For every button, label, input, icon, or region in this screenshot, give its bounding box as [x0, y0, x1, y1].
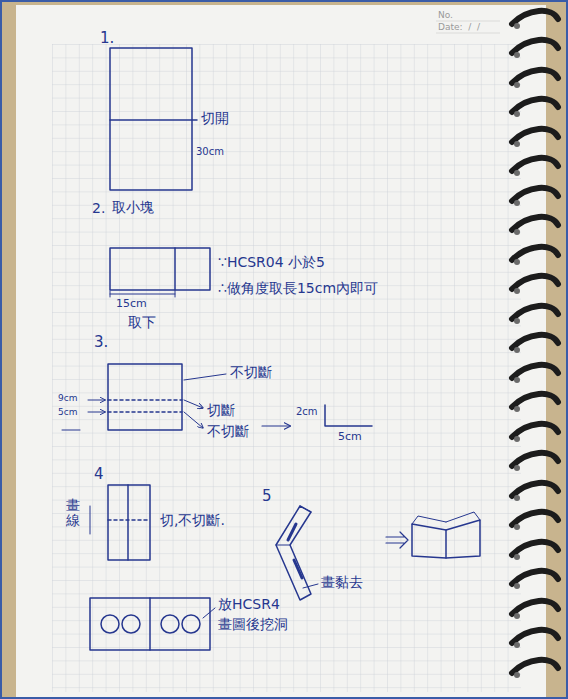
cut-note: 不切斷 — [207, 423, 249, 439]
fold-line — [108, 411, 182, 413]
bent-profile — [325, 405, 372, 426]
leader-line — [303, 584, 318, 588]
sensor-note: 畫圖後挖洞 — [218, 616, 288, 632]
board-sketch — [110, 248, 210, 290]
open-box — [412, 520, 480, 558]
step-number: 1. — [100, 30, 114, 47]
step-number: 3. — [94, 334, 108, 351]
sensor-note: 放HCSR4 — [218, 596, 280, 612]
reason-note: ∵HCSR04 小於5 — [218, 254, 325, 270]
board-sketch — [108, 364, 182, 430]
dimension-label: 5cm — [58, 407, 77, 417]
spiral-binding — [512, 11, 558, 678]
glue-mark — [288, 524, 302, 578]
leader-arrow — [184, 412, 203, 428]
step-number: 4 — [94, 466, 104, 483]
pen-mark — [62, 430, 80, 431]
dimension-label: 9cm — [58, 393, 77, 403]
result-arrow — [386, 532, 408, 548]
cut-note: 切斷 — [207, 402, 235, 418]
leader-arrow — [88, 400, 105, 401]
board-sketch — [110, 48, 192, 190]
dimension-label: 15cm — [116, 298, 147, 311]
header-rule — [436, 21, 500, 22]
sensor-hole — [182, 615, 200, 633]
page-header: Date: / / — [438, 22, 480, 32]
sensor-hole — [122, 615, 140, 633]
page-header: No. — [438, 10, 453, 20]
dimension-line — [110, 291, 175, 297]
dimension-label: 30cm — [196, 146, 224, 158]
cut-note: 切開 — [201, 110, 229, 126]
fold-edge — [445, 530, 447, 558]
folded-board — [276, 506, 311, 600]
result-arrow — [262, 425, 290, 426]
leader-arrow — [184, 400, 203, 408]
leader-line — [184, 374, 226, 380]
board-sketch — [108, 485, 150, 560]
step-title: 取小塊 — [112, 199, 154, 215]
dimension-label: 2cm — [296, 406, 318, 418]
draw-note: 畫線 — [66, 498, 80, 529]
leader-arrow — [88, 412, 105, 413]
reason-note: ∴做角度取長15cm內即可 — [218, 280, 378, 296]
dimension-label: 5cm — [338, 431, 362, 444]
sensor-hole — [101, 615, 119, 633]
leader-line — [203, 608, 215, 618]
pen-mark — [90, 506, 91, 534]
box-flap — [412, 512, 480, 524]
grid-paper — [52, 44, 521, 692]
cut-line — [108, 519, 150, 521]
cut-note: 不切斷 — [230, 364, 272, 380]
cut-line — [108, 399, 182, 401]
step-number: 2. — [92, 200, 105, 216]
cut-line — [110, 119, 197, 121]
board-sketch — [90, 598, 210, 650]
sensor-hole — [161, 615, 179, 633]
draw-line — [127, 485, 129, 560]
step-number: 5 — [262, 488, 272, 505]
header-rule — [436, 33, 500, 34]
cut-note: 取下 — [128, 314, 156, 330]
fold-edge — [276, 506, 311, 545]
fold-edge — [149, 598, 151, 650]
cut-line — [174, 248, 176, 290]
notebook-page — [16, 5, 546, 699]
cut-note: 切,不切斷. — [160, 512, 225, 528]
glue-note: 畫黏去 — [321, 574, 363, 590]
